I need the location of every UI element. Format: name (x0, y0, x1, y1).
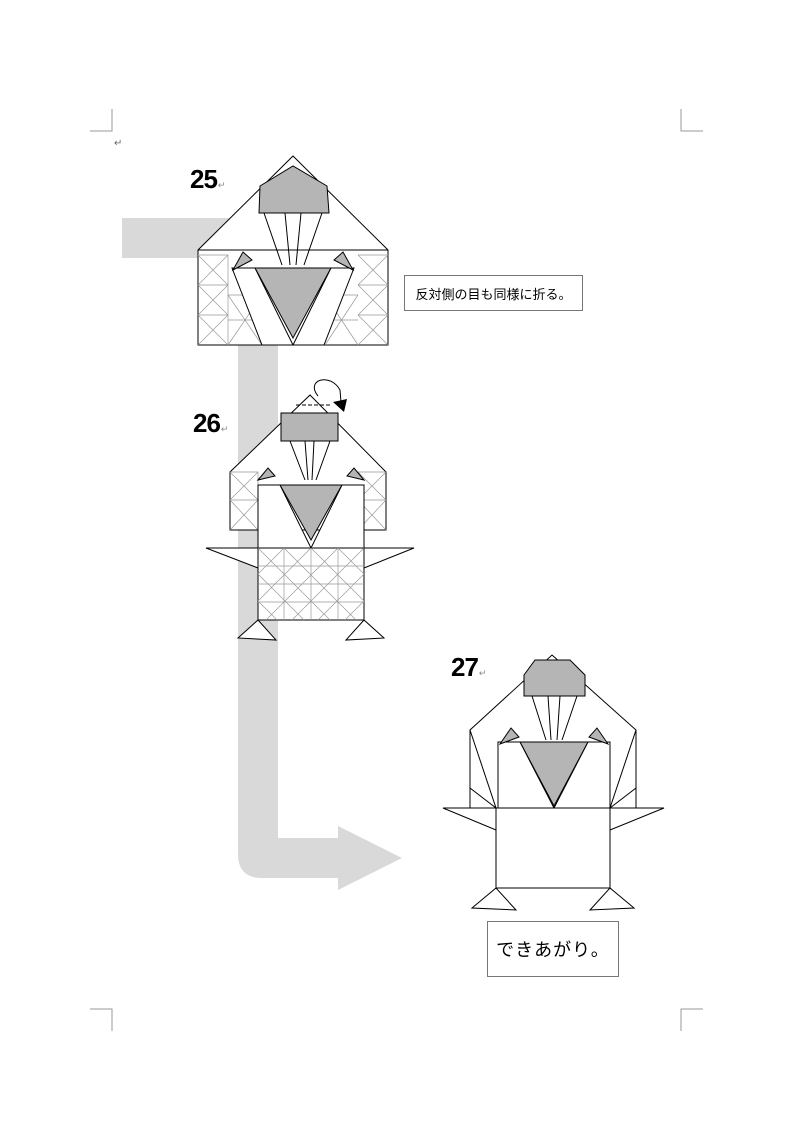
step-26-number: 26↵ (193, 408, 228, 438)
flip-over-arrow-icon (313, 379, 347, 412)
crop-mark-icon (90, 109, 703, 1031)
step-25-note: 反対側の目も同様に折る。 (404, 275, 583, 311)
step-25-number: 25↵ (190, 164, 225, 194)
step-27-number: 27↵ (451, 652, 486, 682)
paragraph-mark-icon: ↵ (114, 138, 123, 149)
step-27-note: できあがり。 (487, 921, 619, 977)
